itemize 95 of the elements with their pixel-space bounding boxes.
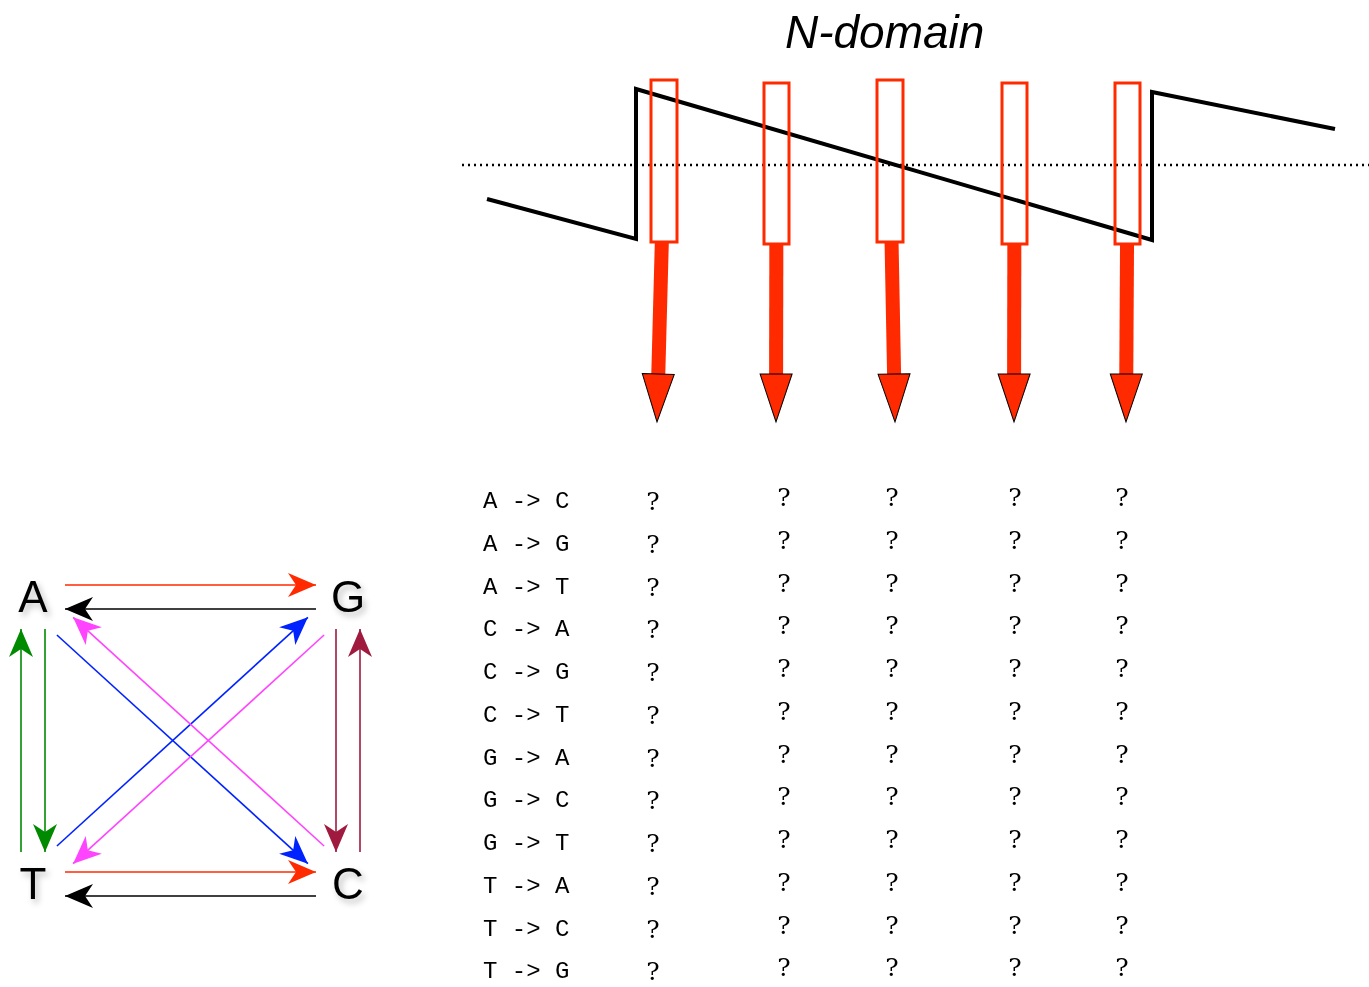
- unknown-value: ?: [885, 655, 899, 683]
- block-arrow: [877, 241, 911, 423]
- unknown-value: ?: [646, 787, 660, 815]
- unknown-value: ?: [1008, 570, 1022, 598]
- highlight-frame: [649, 78, 679, 244]
- arrow: [9, 628, 33, 853]
- arrow: [64, 597, 317, 621]
- unknown-value: ?: [646, 702, 660, 730]
- unknown-value: ?: [1115, 912, 1129, 940]
- unknown-value: ?: [646, 830, 660, 858]
- unknown-value: ?: [646, 873, 660, 901]
- unknown-value: ?: [1115, 783, 1129, 811]
- unknown-value: ?: [885, 826, 899, 854]
- substitution-label: T -> C: [483, 916, 570, 944]
- block-arrow: [759, 244, 793, 423]
- unknown-value: ?: [646, 488, 660, 516]
- unknown-value: ?: [1008, 527, 1022, 555]
- block-arrow: [641, 241, 675, 423]
- unknown-value: ?: [1115, 570, 1129, 598]
- highlight-frame: [762, 81, 791, 246]
- unknown-value: ?: [885, 741, 899, 769]
- substitution-label: C -> G: [483, 659, 570, 687]
- unknown-value: ?: [777, 612, 791, 640]
- unknown-value: ?: [1115, 484, 1129, 512]
- substitution-label: A -> G: [483, 531, 570, 559]
- highlight-frame: [1000, 81, 1029, 246]
- unknown-value: ?: [1008, 698, 1022, 726]
- unknown-value: ?: [1008, 954, 1022, 982]
- unknown-value: ?: [1008, 655, 1022, 683]
- unknown-value: ?: [885, 570, 899, 598]
- substitution-label: A -> T: [483, 574, 570, 602]
- unknown-value: ?: [646, 958, 660, 986]
- unknown-value: ?: [646, 531, 660, 559]
- unknown-value: ?: [1115, 826, 1129, 854]
- unknown-value: ?: [1115, 698, 1129, 726]
- highlight-frame: [1113, 81, 1142, 246]
- substitution-label: G -> T: [483, 830, 570, 858]
- block-arrow: [1109, 243, 1143, 423]
- base-letter: A: [1, 565, 65, 629]
- block-arrow: [997, 244, 1031, 423]
- substitution-label: T -> G: [483, 958, 570, 986]
- unknown-value: ?: [646, 616, 660, 644]
- unknown-value: ?: [646, 659, 660, 687]
- unknown-value: ?: [1008, 741, 1022, 769]
- unknown-value: ?: [1008, 612, 1022, 640]
- unknown-value: ?: [1008, 484, 1022, 512]
- substitution-label: G -> A: [483, 745, 570, 773]
- unknown-value: ?: [885, 484, 899, 512]
- arrow: [348, 628, 372, 853]
- unknown-value: ?: [777, 527, 791, 555]
- unknown-value: ?: [1115, 869, 1129, 897]
- base-letter: C: [316, 852, 380, 916]
- substitution-label: C -> T: [483, 702, 570, 730]
- substitution-label: C -> A: [483, 616, 570, 644]
- unknown-value: ?: [777, 484, 791, 512]
- unknown-value: ?: [1115, 741, 1129, 769]
- unknown-value: ?: [646, 574, 660, 602]
- arrow: [324, 628, 348, 853]
- unknown-value: ?: [777, 741, 791, 769]
- unknown-value: ?: [1008, 869, 1022, 897]
- unknown-value: ?: [1115, 954, 1129, 982]
- arrow: [64, 860, 317, 884]
- unknown-value: ?: [777, 783, 791, 811]
- unknown-value: ?: [777, 954, 791, 982]
- base-letter: T: [1, 852, 65, 916]
- unknown-value: ?: [777, 826, 791, 854]
- highlight-frame: [875, 78, 905, 244]
- unknown-value: ?: [1008, 912, 1022, 940]
- unknown-value: ?: [885, 612, 899, 640]
- unknown-value: ?: [885, 527, 899, 555]
- substitution-label: G -> C: [483, 787, 570, 815]
- base-letter: G: [316, 565, 380, 629]
- unknown-value: ?: [885, 698, 899, 726]
- unknown-value: ?: [1115, 655, 1129, 683]
- unknown-value: ?: [646, 745, 660, 773]
- arrow: [64, 573, 317, 597]
- arrow: [33, 628, 57, 853]
- title: N-domain: [785, 5, 985, 59]
- unknown-value: ?: [1008, 783, 1022, 811]
- unknown-value: ?: [777, 570, 791, 598]
- unknown-value: ?: [1008, 826, 1022, 854]
- unknown-value: ?: [885, 912, 899, 940]
- arrow: [64, 884, 317, 908]
- unknown-value: ?: [777, 698, 791, 726]
- unknown-value: ?: [1115, 527, 1129, 555]
- unknown-value: ?: [1115, 612, 1129, 640]
- unknown-value: ?: [885, 869, 899, 897]
- unknown-value: ?: [777, 655, 791, 683]
- substitution-label: T -> A: [483, 873, 570, 901]
- unknown-value: ?: [777, 869, 791, 897]
- substitution-label: A -> C: [483, 488, 570, 516]
- unknown-value: ?: [777, 912, 791, 940]
- unknown-value: ?: [885, 954, 899, 982]
- unknown-value: ?: [885, 783, 899, 811]
- unknown-value: ?: [646, 916, 660, 944]
